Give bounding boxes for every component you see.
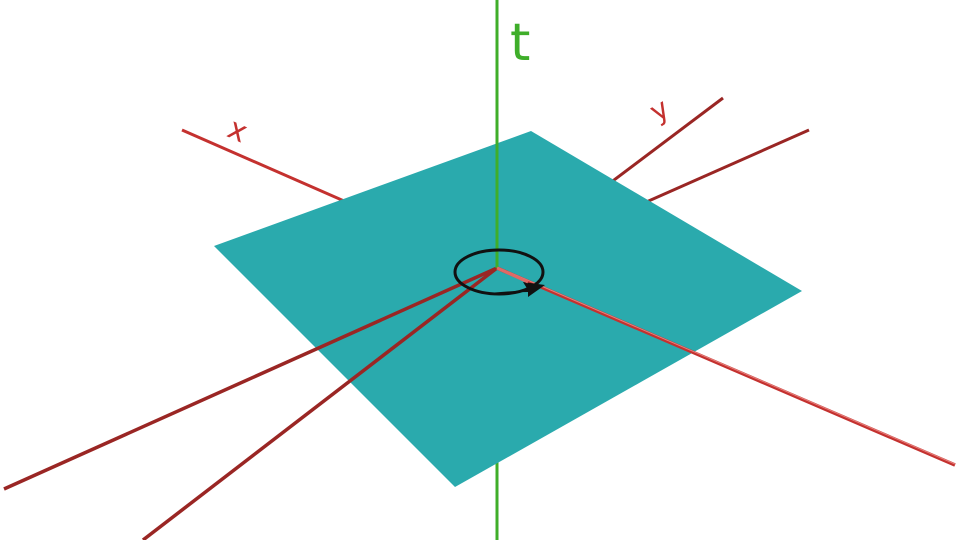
origin-vector [496,266,529,284]
rotation-ring [453,248,545,296]
time-axis-label: t [510,13,530,73]
second-axis-near [3,266,498,491]
rotation-arrow-icon [488,282,545,297]
y-axis-label: y [644,91,675,128]
x-axis-near [496,266,956,467]
spatial-plane [214,131,802,487]
rotation-marker [453,248,545,297]
y-axis-near [141,266,499,542]
x-axis-label: x [222,111,252,150]
x-axis-near-highlight [496,266,956,465]
